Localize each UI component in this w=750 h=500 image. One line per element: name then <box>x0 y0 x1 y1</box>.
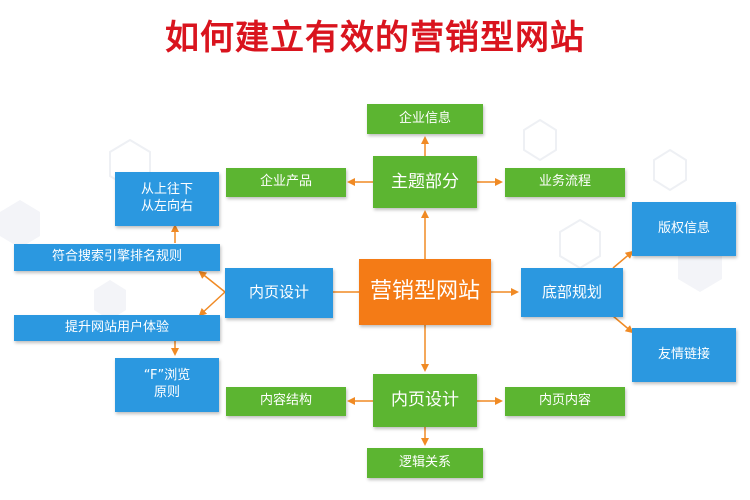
left-upper-box: 从上往下 从左向右 <box>115 172 219 226</box>
right-upper-node: 版权信息 <box>632 202 736 256</box>
left-lower-box-line2: 原则 <box>153 385 180 400</box>
left-lower-box: “F”浏览 原则 <box>115 358 219 412</box>
bottom-left-node: 内容结构 <box>226 387 346 416</box>
bottom-main-node: 内页设计 <box>373 374 477 427</box>
arrow-right-to-upper <box>612 250 634 269</box>
bottom-down-node: 逻辑关系 <box>367 448 483 478</box>
top-right-node: 业务流程 <box>505 168 625 197</box>
left-upper-box-line2: 从左向右 <box>140 199 193 214</box>
right-lower-node: 友情链接 <box>632 328 736 382</box>
page-title: 如何建立有效的营销型网站 <box>165 18 585 58</box>
left-lower-box-line1: “F”浏览 <box>143 368 191 384</box>
top-main-node: 主题部分 <box>373 156 477 208</box>
left-main-node: 内页设计 <box>225 268 333 318</box>
arrow-left-to-upper-bar <box>198 270 226 293</box>
arrow-right-to-lower <box>612 315 634 334</box>
left-lower-bar: 提升网站用户体验 <box>14 315 220 341</box>
left-upper-bar: 符合搜索引擎排名规则 <box>14 244 220 271</box>
center-node: 营销型网站 <box>359 259 491 325</box>
left-upper-box-line1: 从上往下 <box>140 182 193 198</box>
top-up-node: 企业信息 <box>367 104 483 134</box>
arrow-left-to-lower-bar <box>198 291 226 317</box>
bottom-right-node: 内页内容 <box>505 387 625 416</box>
right-main-node: 底部规划 <box>521 268 623 317</box>
top-left-node: 企业产品 <box>226 168 346 197</box>
